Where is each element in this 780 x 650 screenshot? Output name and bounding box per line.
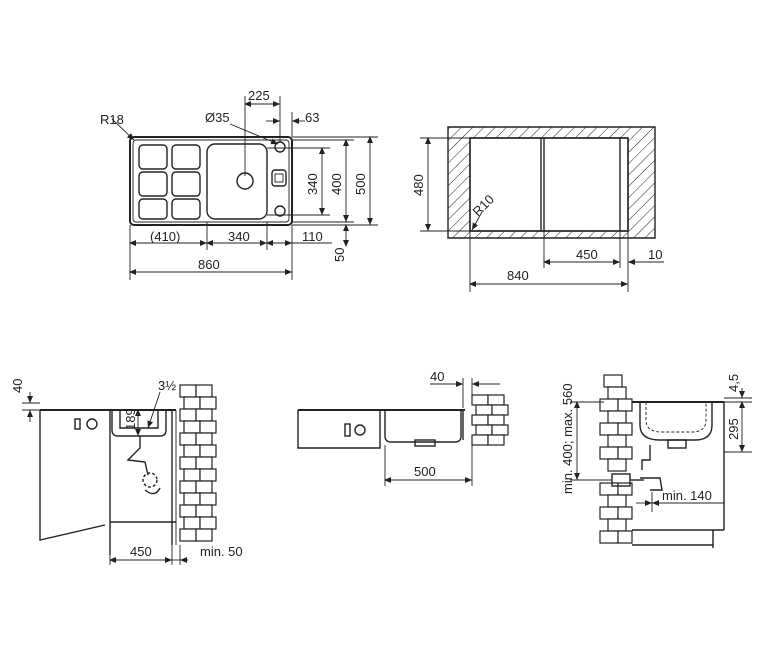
dim-depth-right: 295 bbox=[726, 418, 741, 440]
dim-cutout-height: 480 bbox=[411, 174, 426, 196]
section-view-left: 40 189 3½ 450 min. 50 bbox=[10, 378, 243, 565]
dim-width-left: 450 bbox=[130, 544, 152, 559]
dim-bowl-w: 340 bbox=[228, 229, 250, 244]
brick-wall-left bbox=[179, 384, 217, 542]
dim-top-a: 225 bbox=[248, 88, 270, 103]
dim-total-h: 500 bbox=[353, 173, 368, 195]
drainer-grid bbox=[138, 144, 201, 220]
dim-cutout-total: 840 bbox=[507, 268, 529, 283]
dim-rim-left: 40 bbox=[10, 379, 25, 393]
dim-rim-right: 4,5 bbox=[726, 374, 741, 392]
dim-total-w: 860 bbox=[198, 257, 220, 272]
brick-wall-right bbox=[599, 374, 633, 544]
dim-drainer: (410) bbox=[150, 229, 180, 244]
dim-rim-middle: 40 bbox=[430, 369, 444, 384]
countertop-hatch bbox=[447, 126, 656, 239]
cutout-view: R10 480 450 10 840 bbox=[411, 126, 664, 292]
dim-bowl-offset: 50 bbox=[332, 248, 347, 262]
radius-label: R18 bbox=[100, 112, 124, 127]
dim-outer-h: 400 bbox=[329, 173, 344, 195]
dim-right: 110 bbox=[302, 229, 323, 244]
dim-fitting: 3½ bbox=[158, 378, 176, 393]
dim-top-b: 63 bbox=[305, 110, 319, 125]
radius-label-cutout: R10 bbox=[470, 192, 497, 219]
sink-bowl bbox=[206, 143, 268, 220]
dim-depth-left: 189 bbox=[123, 408, 138, 430]
dim-min-right: min. 140 bbox=[662, 488, 712, 503]
section-view-middle: 40 500 bbox=[297, 369, 509, 486]
dim-inner-h: 340 bbox=[305, 173, 320, 195]
dim-cutout-edge: 10 bbox=[648, 247, 662, 262]
plan-view-sink: R18 Ø35 225 63 340 400 500 50 (41 bbox=[100, 88, 378, 280]
dim-min-left: min. 50 bbox=[200, 544, 243, 559]
dim-vertical-right: min. 400; max. 560 bbox=[560, 383, 575, 494]
section-view-right: 4,5 295 min. 400; max. 560 min. 140 bbox=[560, 374, 752, 548]
dim-cutout-inner: 450 bbox=[576, 247, 598, 262]
sink-outline bbox=[129, 136, 293, 226]
dim-width-middle: 500 bbox=[414, 464, 436, 479]
hole-label: Ø35 bbox=[205, 110, 230, 125]
brick-wall-middle bbox=[471, 394, 509, 446]
